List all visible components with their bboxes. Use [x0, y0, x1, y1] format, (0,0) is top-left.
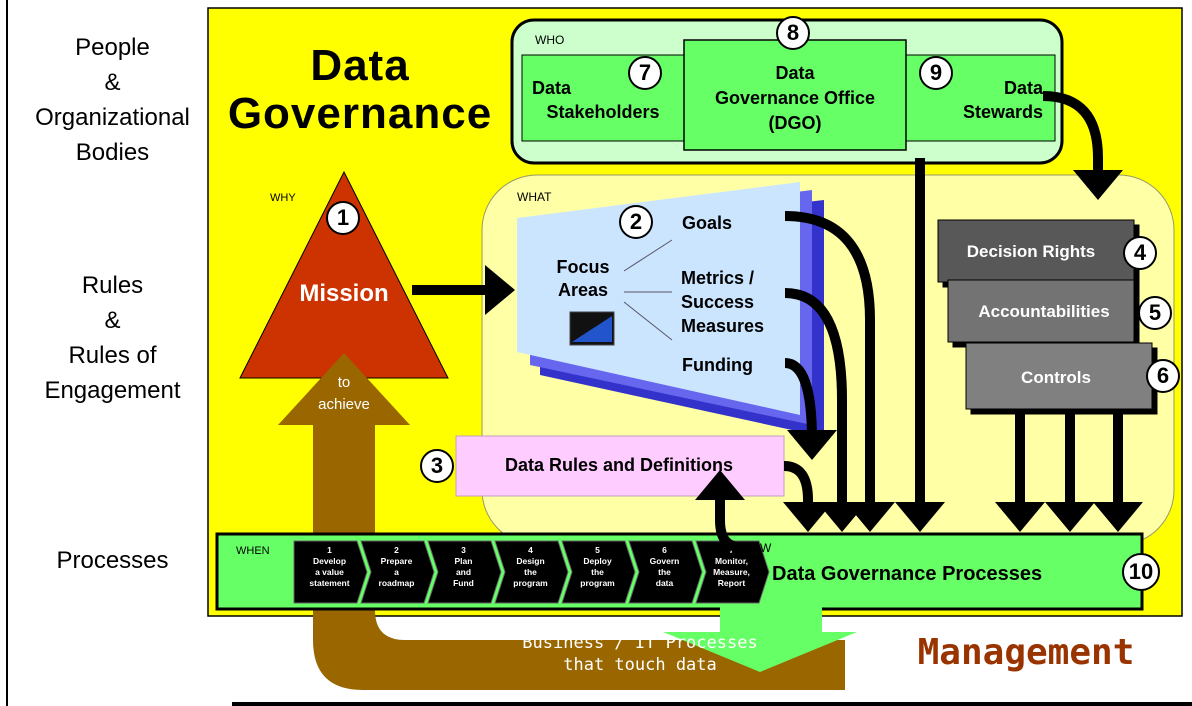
decision-rights-label: Decision Rights: [966, 242, 1096, 261]
to-achieve-label: to achieve: [318, 374, 370, 413]
process-step-1: [293, 540, 368, 604]
process-step-label: a value: [315, 567, 344, 577]
dgo-label: Data Governance Office (DGO): [714, 63, 876, 133]
number-8: 8: [786, 20, 800, 45]
rules-engagement-label: Rules & Rules of Engagement: [44, 272, 181, 404]
number-6: 6: [1156, 363, 1170, 388]
process-step-label: Measure,: [713, 567, 750, 577]
process-step-3: [427, 540, 502, 604]
number-circle-8: [776, 16, 810, 50]
process-step-number: 3: [461, 545, 466, 555]
when-label: WHEN: [236, 545, 270, 557]
process-step-label: Deploy: [583, 556, 612, 566]
processes-title: Data Governance Processes: [772, 563, 1043, 585]
process-step-label: Monitor,: [715, 556, 748, 566]
stewards-label: Data Stewards: [962, 78, 1043, 122]
process-step-label: program: [513, 578, 548, 588]
business-it-label: Business / IT Processes that touch data: [522, 633, 758, 675]
process-step-label: Fund: [453, 578, 474, 588]
number-1: 1: [336, 205, 350, 230]
accountabilities-label: Accountabilities: [978, 302, 1110, 321]
process-step-6: [628, 540, 703, 604]
accountabilities-box: [947, 279, 1135, 343]
number-circle-9: [919, 56, 953, 90]
process-step-label: roadmap: [379, 578, 415, 588]
process-step-label: Govern: [650, 556, 680, 566]
process-step-number: 5: [595, 545, 600, 555]
number-5: 5: [1148, 300, 1162, 325]
process-step-7: [695, 540, 770, 604]
process-step-number: 2: [394, 545, 399, 555]
metrics-label: Metrics / Success Measures: [681, 268, 765, 336]
number-3: 3: [430, 453, 444, 478]
focus-panel-front: [517, 182, 800, 415]
number-circle-1: [326, 201, 360, 235]
controls-box: [965, 342, 1153, 410]
process-step-label: Plan: [455, 556, 473, 566]
people-organizational-label: People & Organizational Bodies: [35, 34, 190, 166]
process-step-number: 1: [327, 545, 332, 555]
number-circle-6: [1146, 359, 1180, 393]
process-step-label: a: [394, 567, 399, 577]
process-step-label: Report: [718, 578, 746, 588]
process-step-label: Prepare: [381, 556, 413, 566]
process-step-label: and: [456, 567, 471, 577]
focus-line-goals: [623, 239, 673, 272]
connector-arrows: [412, 91, 1143, 552]
focus-line-funding: [623, 301, 673, 341]
number-circle-10: [1122, 553, 1160, 591]
number-circles: [326, 16, 1180, 591]
number-circle-3: [420, 449, 454, 483]
process-step-label: statement: [309, 578, 349, 588]
dgo-box: [683, 39, 907, 151]
number-2: 2: [629, 209, 643, 234]
number-circle-2: [619, 205, 653, 239]
number-circle-5: [1138, 296, 1172, 330]
who-label: WHO: [535, 33, 565, 47]
decision-rights-box: [937, 219, 1135, 283]
number-10: 10: [1128, 559, 1154, 584]
process-step-label: program: [580, 578, 615, 588]
process-step-5: [561, 540, 636, 604]
process-step-label: the: [524, 567, 537, 577]
focus-areas-label: Focus Areas: [556, 257, 610, 300]
focus-thumbnail-graphic: [572, 316, 612, 342]
management-label: Management: [917, 632, 1135, 673]
process-step-label: Develop: [313, 556, 346, 566]
stakeholders-label: Data Stakeholders: [532, 78, 660, 122]
process-step-label: the: [591, 567, 604, 577]
process-step-label: data: [656, 578, 674, 588]
process-step-label: Design: [516, 556, 544, 566]
number-7: 7: [638, 60, 652, 85]
mission-label: Mission: [299, 280, 389, 307]
number-9: 9: [929, 60, 943, 85]
data-rules-label: Data Rules and Definitions: [504, 455, 734, 475]
why-label: WHY: [270, 192, 296, 204]
processes-label: Processes: [56, 547, 169, 574]
number-4: 4: [1133, 240, 1147, 265]
goals-label: Goals: [682, 213, 733, 233]
process-step-2: [360, 540, 435, 604]
process-step-number: 4: [528, 545, 533, 555]
how-label: HOW: [742, 541, 772, 555]
process-step-4: [494, 540, 569, 604]
diagram-title: Data Governance: [227, 41, 493, 138]
process-step-number: 6: [662, 545, 667, 555]
number-circle-7: [628, 56, 662, 90]
funding-label: Funding: [682, 355, 753, 375]
bottom-rule: [232, 702, 1192, 706]
green-down-arrow: [663, 606, 857, 672]
what-label: WHAT: [517, 190, 552, 204]
process-step-label: the: [658, 567, 671, 577]
number-circle-4: [1123, 236, 1157, 270]
controls-label: Controls: [1021, 368, 1091, 387]
